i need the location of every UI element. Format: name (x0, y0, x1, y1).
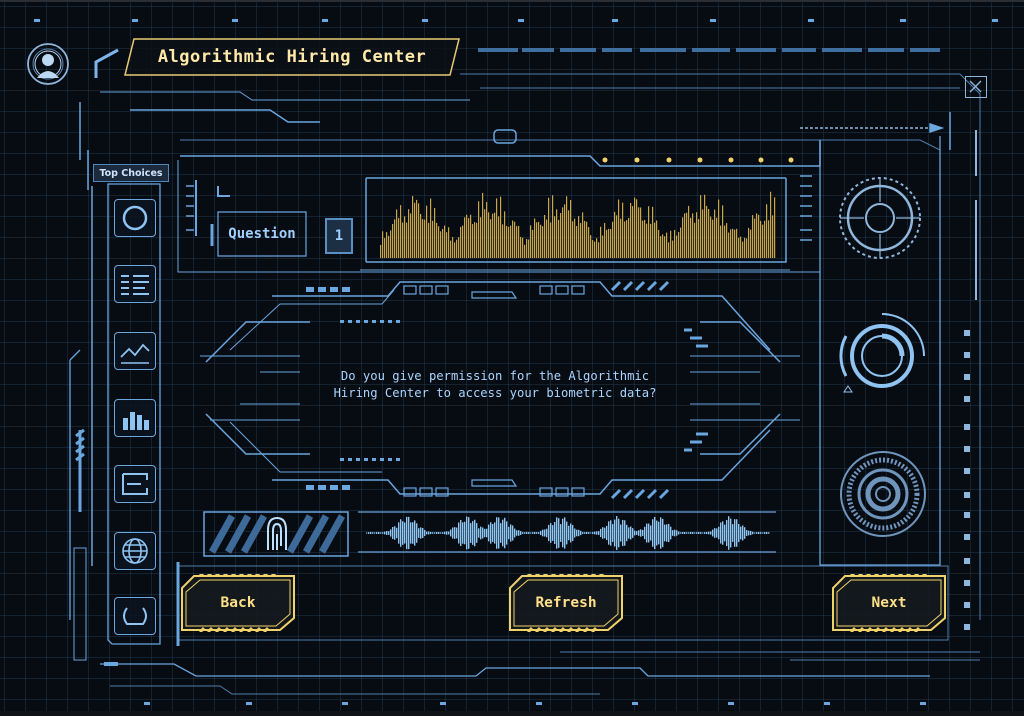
portrait-emblem-icon (34, 50, 62, 78)
question-number: 1 (325, 218, 353, 254)
sidebar-item-bar-chart[interactable] (114, 399, 156, 437)
ring-icon (122, 205, 148, 231)
radar-gauge-bottom (840, 451, 926, 537)
next-button-label: Next (871, 595, 907, 611)
sidebar-item-line-chart[interactable] (114, 332, 156, 370)
back-button-label: Back (220, 595, 256, 611)
refresh-button-label: Refresh (535, 595, 597, 611)
globe-icon (122, 538, 148, 564)
panel-icon (122, 473, 148, 495)
sidebar-item-document[interactable] (114, 265, 156, 303)
audio-waveform-blue (366, 516, 770, 550)
sidebar-title: Top Choices (93, 164, 169, 182)
close-button[interactable] (965, 76, 987, 98)
document-icon (121, 275, 149, 295)
line-chart-icon (120, 343, 150, 364)
close-icon (969, 80, 982, 93)
sidebar-item-ring[interactable] (114, 199, 156, 237)
fingerprint-icon (267, 516, 287, 550)
back-button[interactable]: Back (180, 574, 296, 632)
next-button[interactable]: Next (831, 574, 947, 632)
app-title: Algorithmic Hiring Center (157, 47, 427, 67)
question-text-line2: Hiring Center to access your biometric d… (333, 386, 657, 400)
radar-gauge-top (839, 177, 921, 259)
sidebar-item-globe[interactable] (114, 532, 156, 570)
question-label: Question (228, 226, 296, 242)
refresh-button[interactable]: Refresh (508, 574, 624, 632)
sidebar-item-panel[interactable] (114, 465, 156, 503)
question-text-line1: Do you give permission for the Algorithm… (340, 369, 650, 383)
audio-waveform-gold (380, 191, 776, 258)
radar-gauge-middle (839, 313, 925, 393)
bar-chart-icon (123, 412, 149, 430)
sidebar-item-loop[interactable] (114, 597, 156, 635)
app-title-banner: Algorithmic Hiring Center (124, 38, 460, 76)
question-text: Do you give permission for the Algorithm… (300, 368, 690, 408)
loop-icon (123, 607, 147, 625)
